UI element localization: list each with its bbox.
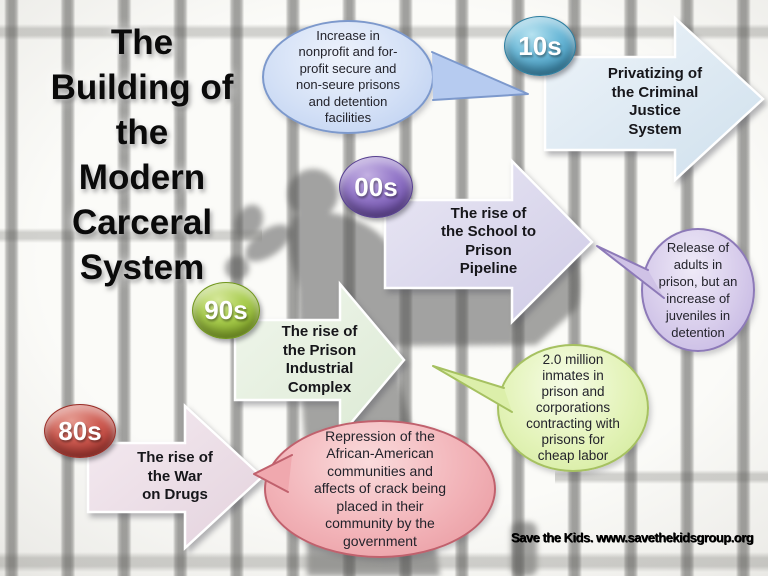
arrow-00s [383, 157, 594, 326]
decade-badge-00s-text: 00s [354, 171, 398, 202]
callout-tail-juvenile-detention [596, 245, 665, 299]
slide-title: The Building of the Modern Carceral Syst… [50, 23, 234, 287]
decade-badge-80s-text: 80s [58, 415, 102, 446]
arrow-90s [233, 280, 406, 440]
decade-badge-90s: 90s [192, 282, 260, 339]
decade-badge-10s-text: 10s [518, 30, 562, 61]
callout-inmate-labor: 2.0 million inmates in prison and corpor… [497, 344, 649, 472]
decade-badge-80s: 80s [44, 404, 116, 458]
arrow-80s [86, 403, 264, 551]
arrow-label-10s: Privatizing of the Criminal Justice Syst… [607, 65, 703, 138]
arrow-10s [543, 15, 765, 183]
credit-text: Save the Kids. www.savethekidsgroup.org [511, 530, 754, 545]
decade-badge-00s: 00s [339, 156, 413, 218]
callout-tail-crack-repression [253, 454, 293, 493]
decade-badge-10s: 10s [504, 16, 576, 76]
callout-tail-inmate-labor [432, 365, 513, 413]
callout-private-prisons: Increase in nonprofit and for- profit se… [262, 20, 434, 134]
decade-badge-90s-text: 90s [204, 295, 248, 325]
callout-crack-repression: Repression of the African-American commu… [264, 420, 496, 558]
arrow-label-80s: The rise of the War on Drugs [137, 449, 213, 504]
callout-juvenile-detention: Release of adults in prison, but an incr… [641, 228, 755, 352]
arrow-label-00s: The rise of the School to Prison Pipelin… [441, 204, 536, 278]
callout-tail-private-prisons [431, 51, 529, 101]
arrow-label-90s: The rise of the Prison Industrial Comple… [281, 323, 358, 396]
